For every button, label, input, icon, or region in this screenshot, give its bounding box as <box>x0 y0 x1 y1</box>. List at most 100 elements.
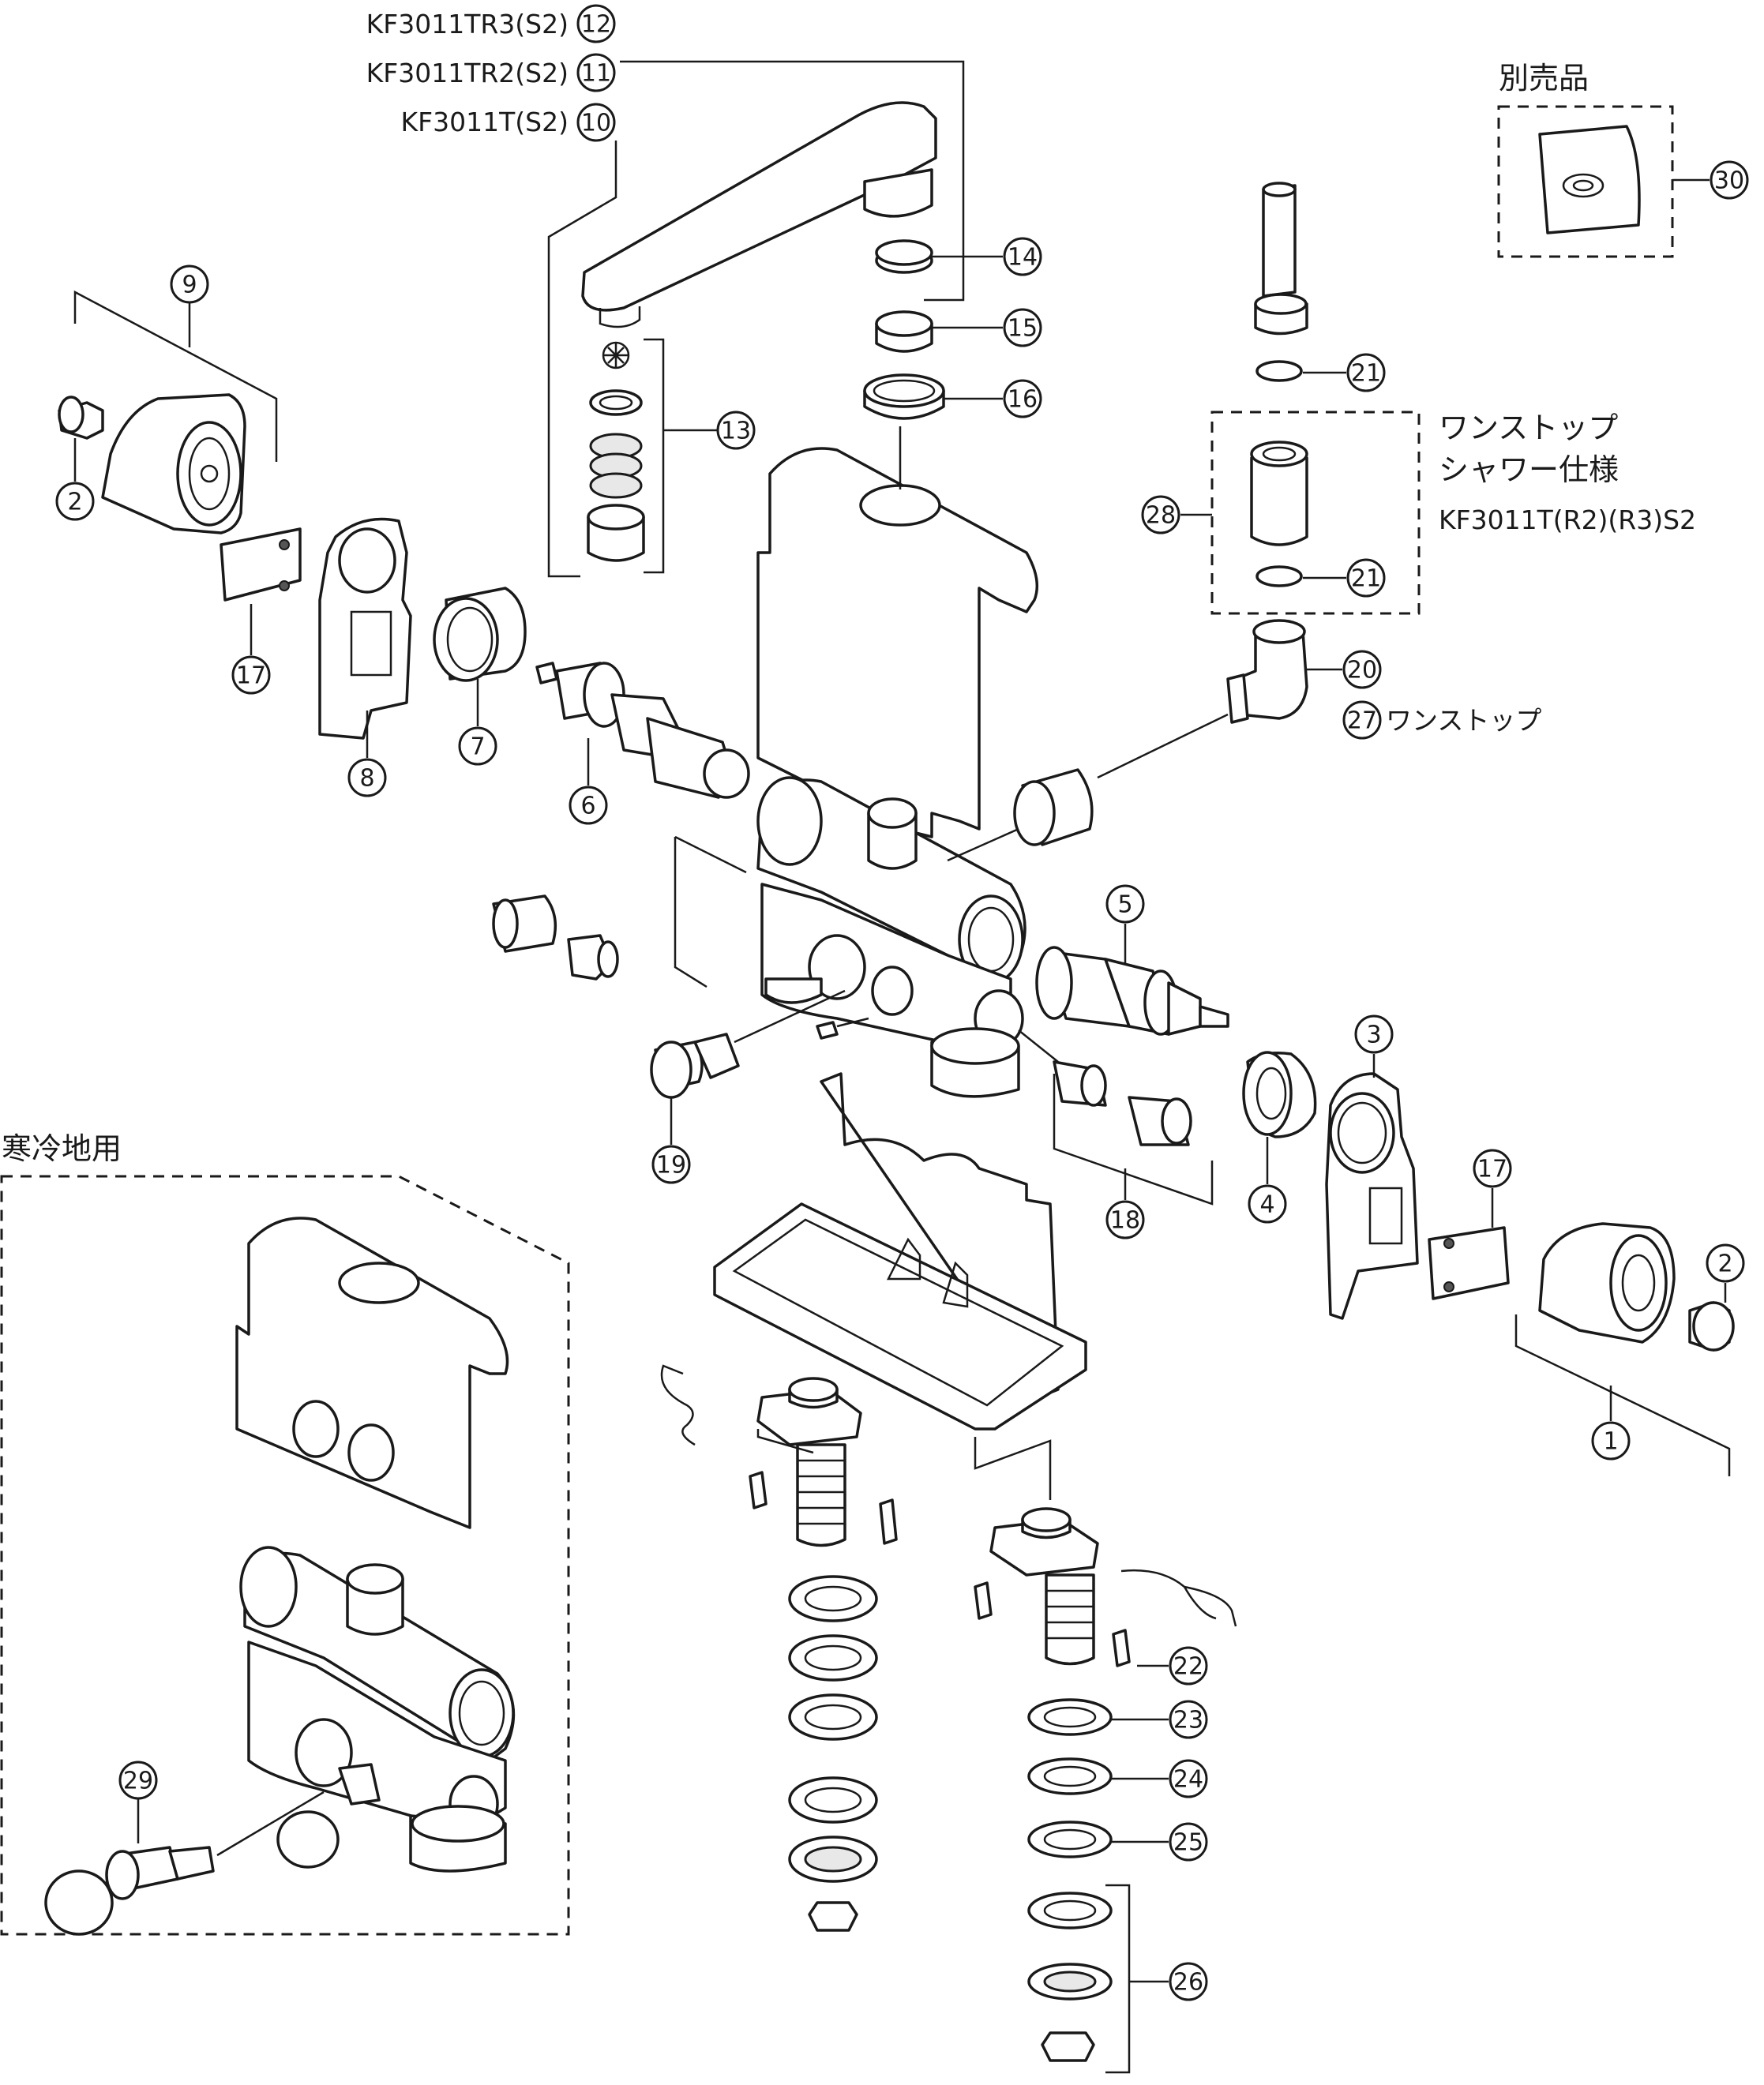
callout-21-bottom: 21 <box>1346 558 1386 598</box>
callout-29: 29 <box>118 1761 158 1800</box>
svg-text:1: 1 <box>1603 1428 1618 1456</box>
svg-text:23: 23 <box>1173 1707 1203 1734</box>
svg-text:26: 26 <box>1173 1969 1203 1997</box>
svg-text:29: 29 <box>123 1768 153 1795</box>
svg-text:22: 22 <box>1173 1653 1203 1681</box>
callout-25: 25 <box>1169 1822 1208 1862</box>
callout-4: 4 <box>1248 1184 1287 1224</box>
callout-14: 14 <box>1003 237 1042 276</box>
callout-28: 28 <box>1141 495 1180 534</box>
cold-valve-body <box>239 1546 516 1873</box>
bracket-8 <box>318 517 412 758</box>
svg-text:17: 17 <box>1477 1156 1507 1183</box>
callout-17-left: 17 <box>231 655 271 695</box>
callout-26: 26 <box>1169 1962 1208 2001</box>
aerator-stack-13 <box>587 338 719 574</box>
cap-2-right <box>1688 1283 1735 1352</box>
oneshot-title-1: ワンストップ <box>1439 411 1618 445</box>
svg-text:15: 15 <box>1008 315 1038 343</box>
callout-1: 1 <box>1591 1421 1631 1461</box>
oneshot-title-2: シャワー仕様 <box>1439 452 1619 487</box>
optional-box <box>1497 105 1674 258</box>
callout-9: 9 <box>170 264 209 304</box>
svg-text:14: 14 <box>1008 244 1038 272</box>
cold-cap <box>44 1810 340 1936</box>
optional-label: 別売品 <box>1499 61 1589 96</box>
mounting-shank-left <box>660 1364 898 1547</box>
callout-11: 11 <box>581 60 611 88</box>
ring-14 <box>875 239 1003 274</box>
model-label-tr2: KF3011TR2(S2) 11 <box>366 53 616 92</box>
callout-16: 16 <box>1003 379 1042 418</box>
washer-stack-left <box>788 1575 878 1932</box>
handle-1 <box>1514 1222 1731 1476</box>
spout <box>581 101 937 328</box>
callout-19: 19 <box>651 1145 691 1184</box>
svg-text:KF3011TR2(S2): KF3011TR2(S2) <box>366 58 569 88</box>
svg-text:28: 28 <box>1146 502 1176 530</box>
svg-text:24: 24 <box>1173 1766 1203 1794</box>
callout-2-right: 2 <box>1706 1243 1745 1283</box>
model-label-t: KF3011T(S2) 10 <box>401 103 616 142</box>
callout-24: 24 <box>1169 1759 1208 1798</box>
callout-30: 30 <box>1710 160 1749 200</box>
handle-9 <box>73 290 278 534</box>
oneshot-adapter-28 <box>1180 441 1346 587</box>
callout-15: 15 <box>1003 308 1042 347</box>
cartridge-6 <box>535 662 750 799</box>
oneshot-box <box>1210 411 1421 615</box>
cold-cover <box>235 1217 509 1529</box>
check-valve-left <box>492 894 619 981</box>
callout-17-right: 17 <box>1473 1149 1512 1188</box>
cover-plate <box>756 426 1039 838</box>
nut-7 <box>433 587 527 726</box>
mounting-shank-right <box>974 1507 1237 1667</box>
svg-text:19: 19 <box>656 1152 686 1179</box>
base-box <box>713 1072 1087 1500</box>
svg-text:13: 13 <box>721 418 751 445</box>
elbow-20 <box>1226 619 1342 724</box>
ring-16 <box>863 373 1003 420</box>
callout-23: 23 <box>1169 1700 1208 1739</box>
model-label-tr3: KF3011TR3(S2) 12 <box>366 4 616 43</box>
svg-text:5: 5 <box>1117 891 1132 919</box>
svg-text:17: 17 <box>236 662 266 690</box>
callout-20: 20 <box>1342 650 1382 689</box>
callout-7: 7 <box>458 726 497 766</box>
check-valve-18 <box>1018 1029 1214 1206</box>
oneshot-model: KF3011T(R2)(R3)S2 <box>1439 504 1696 535</box>
svg-text:25: 25 <box>1173 1829 1203 1857</box>
cold-region-box <box>0 1175 570 1936</box>
shower-adapter <box>1254 182 1346 382</box>
callout-6: 6 <box>569 786 608 825</box>
svg-text:2: 2 <box>1717 1251 1732 1278</box>
optional-item-30 <box>1538 125 1710 234</box>
svg-text:6: 6 <box>580 793 595 820</box>
svg-text:9: 9 <box>182 272 197 299</box>
svg-text:8: 8 <box>359 765 374 793</box>
svg-text:3: 3 <box>1366 1022 1381 1049</box>
nut-4 <box>1242 1051 1317 1184</box>
svg-text:30: 30 <box>1714 167 1744 195</box>
svg-text:16: 16 <box>1008 386 1038 414</box>
callout-27: 27 ワンストップ <box>1342 700 1541 740</box>
svg-text:21: 21 <box>1351 565 1381 593</box>
callout-3: 3 <box>1354 1014 1394 1054</box>
svg-text:27: 27 <box>1347 707 1377 735</box>
callout-12: 12 <box>581 11 611 39</box>
svg-text:7: 7 <box>470 733 485 761</box>
svg-text:KF3011T(S2): KF3011T(S2) <box>401 107 569 137</box>
cold-region-label: 寒冷地用 <box>2 1131 122 1166</box>
drain-plug-29 <box>105 1791 325 1900</box>
cartridge-5 <box>1035 924 1229 1036</box>
svg-text:18: 18 <box>1110 1207 1140 1235</box>
valve-body <box>674 776 1026 1098</box>
bracket-3 <box>1325 1054 1419 1320</box>
svg-text:KF3011TR3(S2): KF3011TR3(S2) <box>366 9 569 39</box>
svg-text:20: 20 <box>1347 657 1377 684</box>
screw-small <box>816 1017 869 1040</box>
callout-13: 13 <box>716 411 756 450</box>
callout-8: 8 <box>347 758 387 797</box>
plate-17-right <box>1428 1188 1510 1300</box>
